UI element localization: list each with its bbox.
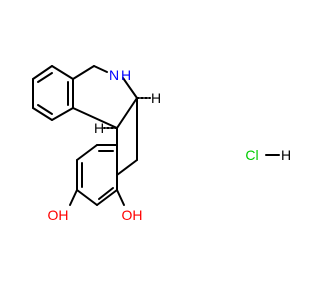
hydroxyl-left-label: OH xyxy=(48,207,69,223)
bond xyxy=(32,65,53,80)
salt-hydrogen-label: H xyxy=(281,147,291,163)
bond xyxy=(51,65,74,80)
stereo-hydrogen-upper-label: H xyxy=(151,90,161,106)
bond xyxy=(51,107,74,121)
bond xyxy=(96,189,118,206)
bond-double xyxy=(37,104,53,115)
bond xyxy=(69,189,78,206)
bond xyxy=(116,189,125,206)
bond xyxy=(76,189,98,206)
bond xyxy=(122,77,138,99)
bond xyxy=(76,144,98,161)
chlorine-label: Cl xyxy=(245,147,258,163)
bond xyxy=(32,107,53,121)
amine-hydrogen-label: H xyxy=(121,67,131,83)
bond-double xyxy=(98,187,114,200)
bond xyxy=(116,159,138,176)
molecule-diagram: N H H H OH OH Cl H xyxy=(32,65,292,223)
bond xyxy=(93,65,108,73)
bond-double xyxy=(37,72,53,83)
bond xyxy=(72,107,118,129)
stereo-hydrogen-lower-label: H xyxy=(94,120,104,136)
bond-skeleton xyxy=(32,65,280,206)
atom-labels: N H H H OH OH Cl H xyxy=(48,67,292,223)
bond xyxy=(72,65,95,80)
bond xyxy=(116,97,138,129)
hydroxyl-right-label: OH xyxy=(122,207,143,223)
nitrogen-label: N xyxy=(109,67,119,83)
